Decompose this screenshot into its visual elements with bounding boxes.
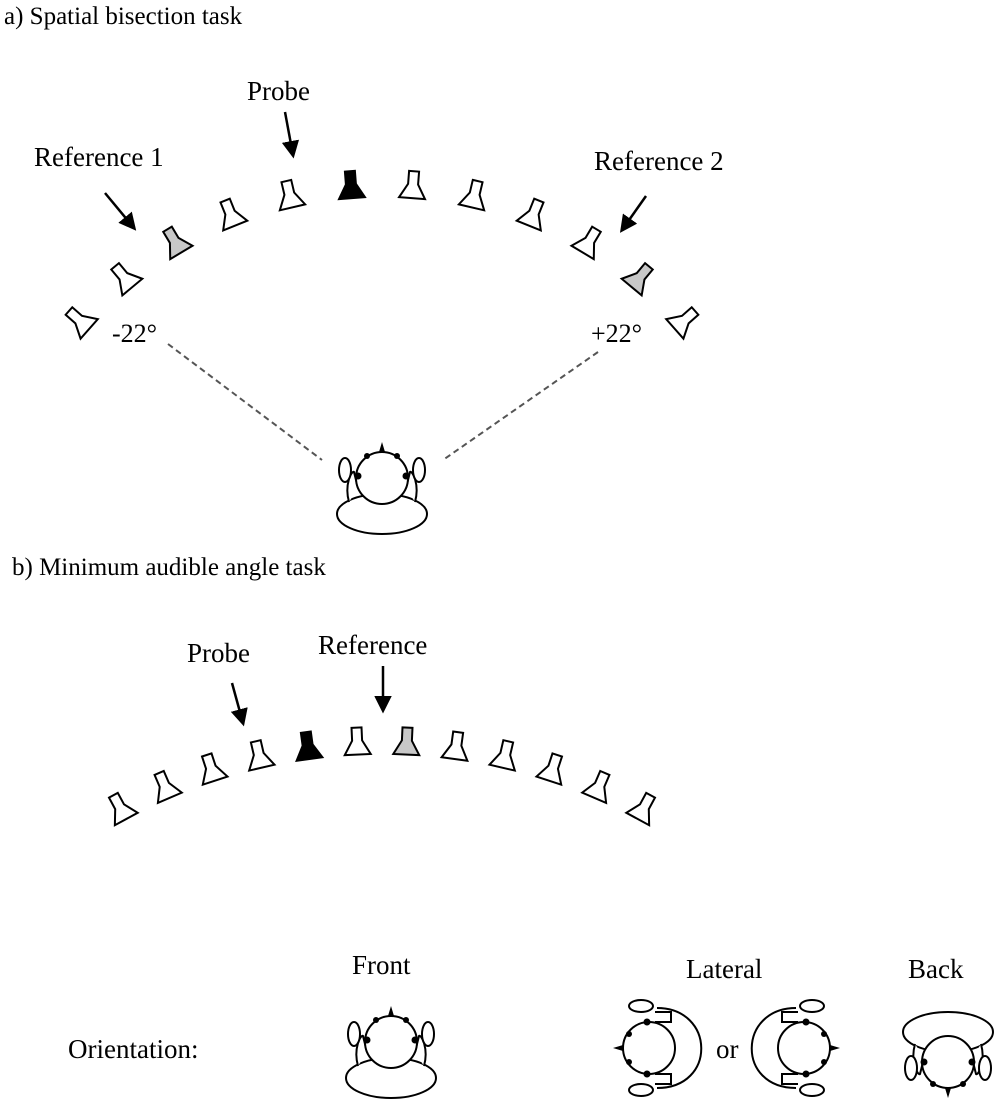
panel-a-speaker-icon-2 <box>109 261 145 298</box>
panel-a-speaker-icon-6 <box>337 169 367 201</box>
head-lateral-right-icon <box>750 999 840 1097</box>
orientation-label: Orientation: <box>68 1034 198 1064</box>
panel-b-speaker-icon-6 <box>343 726 373 757</box>
panel-a-right-angle: +22° <box>591 319 642 348</box>
listener-head-icon <box>336 441 428 535</box>
panel-a-reference1-label: Reference 1 <box>34 142 164 172</box>
panel-b-speaker-icon-8 <box>439 730 469 762</box>
panel-b-speaker-icon-11 <box>580 769 611 805</box>
panel-b-speaker-icon-4 <box>247 739 277 772</box>
panel-a-reference2-arrow <box>619 195 648 233</box>
panel-a-reference1-arrow <box>104 192 137 231</box>
panel-b-speaker-icon-2 <box>153 769 184 805</box>
panel-a-probe-arrow <box>281 111 300 159</box>
orientation-back-label: Back <box>908 954 964 984</box>
orientation-front-label: Front <box>352 950 411 980</box>
panel-b-speaker-icon-9 <box>487 739 517 772</box>
panel-b-speaker-arc <box>107 726 657 827</box>
head-front-icon <box>345 1005 437 1099</box>
panel-a-speaker-arc <box>64 169 700 341</box>
panel-b-speaker-icon-10 <box>534 752 564 787</box>
panel-b-speaker-icon-3 <box>200 752 230 787</box>
panel-a-probe-label: Probe <box>247 76 310 106</box>
panel-a-left-angle: -22° <box>112 319 157 348</box>
panel-b-speaker-icon-5 <box>295 730 325 762</box>
panel-b-speaker-icon-7 <box>391 726 421 757</box>
panel-b-speaker-icon-1 <box>107 791 140 827</box>
panel-a-speaker-icon-11 <box>619 261 655 298</box>
panel-a-speaker-icon-7 <box>397 169 427 201</box>
panel-a-speaker-icon-4 <box>219 197 250 233</box>
panel-a-speaker-icon-1 <box>64 305 100 341</box>
panel-a-speaker-icon-3 <box>161 225 195 261</box>
head-lateral-left-icon <box>613 999 703 1097</box>
panel-a-reference2-label: Reference 2 <box>594 146 724 176</box>
panel-b-probe-label: Probe <box>187 638 250 668</box>
panel-b-speaker-icon-12 <box>624 791 657 827</box>
panel-a-right-angle-line <box>442 351 599 461</box>
panel-b-title: b) Minimum audible angle task <box>12 554 326 581</box>
panel-a-title: a) Spatial bisection task <box>4 3 243 30</box>
orientation-lateral-label: Lateral <box>686 954 762 984</box>
panel-a-speaker-icon-9 <box>514 197 545 233</box>
panel-a-speaker-icon-8 <box>456 178 486 212</box>
panel-a-speaker-icon-12 <box>664 305 700 341</box>
panel-b-reference-label: Reference <box>318 630 427 660</box>
head-back-icon <box>902 1011 994 1098</box>
orientation-or-label: or <box>716 1034 739 1064</box>
panel-a-left-angle-line <box>167 343 323 461</box>
panel-a-speaker-icon-10 <box>569 225 603 261</box>
panel-a-speaker-icon-5 <box>278 178 308 212</box>
panel-b-probe-arrow <box>230 682 248 727</box>
